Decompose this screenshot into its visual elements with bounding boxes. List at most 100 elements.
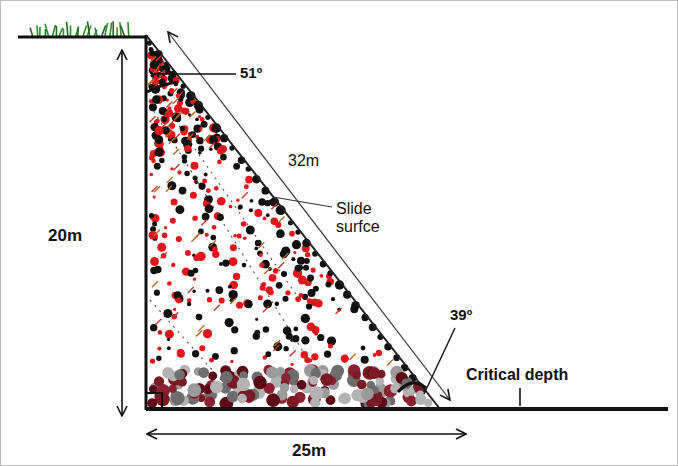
soil-particle [297,265,303,271]
soil-particle [255,240,261,246]
ground-bottom [146,407,668,411]
grass-blade [39,27,41,36]
rock [266,367,278,379]
length-label: 32m [286,152,321,170]
leader-line [152,73,236,74]
grass-blade [121,26,125,36]
soil-particle [192,215,197,220]
soil-particle [259,262,264,267]
soil-particle [181,154,187,160]
soil-fragment [387,360,393,366]
soil-particle [199,345,205,351]
soil-particle [207,297,212,302]
soil-particle [319,274,323,278]
soil-particle [325,282,331,288]
fracture-line [175,120,300,300]
soil-particle [254,209,262,217]
grass-blade [77,26,79,36]
soil-particle [152,221,157,226]
grass-blade [52,25,55,36]
slide-surface-line [146,35,440,409]
soil-particle [301,336,309,344]
soil-particle [225,318,234,327]
soil-particle [273,268,279,274]
soil-particle [219,145,227,153]
soil-fragment [156,55,162,61]
grass-blade [127,22,129,36]
soil-fragment [174,164,180,170]
soil-fragment [171,111,177,117]
soil-particle [280,250,289,259]
soil-fragment [278,262,284,268]
soil-particle [238,204,243,209]
soil-particle [150,324,157,331]
soil-particle [151,159,156,164]
ground-top [18,36,146,39]
soil-fragment [166,101,172,107]
soil-particle [157,243,166,252]
soil-particle [187,302,191,306]
soil-particle [176,236,182,242]
soil-particle [206,188,211,193]
soil-particle [159,158,164,163]
soil-particle [295,296,301,302]
soil-particle [282,296,288,302]
soil-particle [162,117,167,122]
rock [187,383,201,397]
soil-particle [236,302,243,309]
rock [237,378,250,391]
width-label: 25m [290,441,328,461]
rock [310,398,320,408]
soil-particle [231,347,238,354]
soil-particle [293,251,296,254]
rock [280,383,289,392]
soil-particle [153,195,156,198]
soil-particle [217,160,222,165]
soil-fragment [290,350,296,356]
rock [309,376,318,385]
soil-particle [171,199,178,206]
soil-particle [254,247,258,251]
soil-fragment [154,230,160,236]
soil-particle [195,181,198,184]
soil-particle [233,163,240,170]
soil-particle [163,309,172,318]
soil-particle [341,354,349,362]
rock [290,385,298,393]
soil-particle [154,266,161,273]
soil-particle [281,271,287,277]
soil-particle [229,257,238,266]
soil-fragment [148,79,154,85]
soil-particle [373,353,377,357]
soil-particle [198,146,204,152]
soil-particle [361,356,369,364]
rock [208,372,217,381]
soil-particle [151,106,154,109]
soil-particle [283,326,292,335]
rock [266,393,280,407]
soil-particle [275,302,280,307]
width-dimension [147,433,466,435]
soil-particle [175,205,184,214]
soil-particle [167,338,170,341]
soil-fragment [188,287,194,293]
rock [198,367,209,378]
soil-particle [376,350,382,356]
right-angle-mark [146,393,162,409]
soil-particle [250,199,254,203]
soil-particle [298,276,307,285]
soil-fragment [150,56,156,62]
soil-fragment [242,192,248,198]
grass-blade [70,26,72,36]
soil-particle [185,250,191,256]
soil-particle [283,346,288,351]
grass-blade [45,24,48,36]
soil-particle [307,298,312,303]
soil-particle [149,103,157,111]
soil-particle [192,164,196,168]
soil-particle [205,233,209,237]
soil-fragment [209,142,215,148]
soil-particle [195,117,199,121]
soil-particle [237,234,242,239]
